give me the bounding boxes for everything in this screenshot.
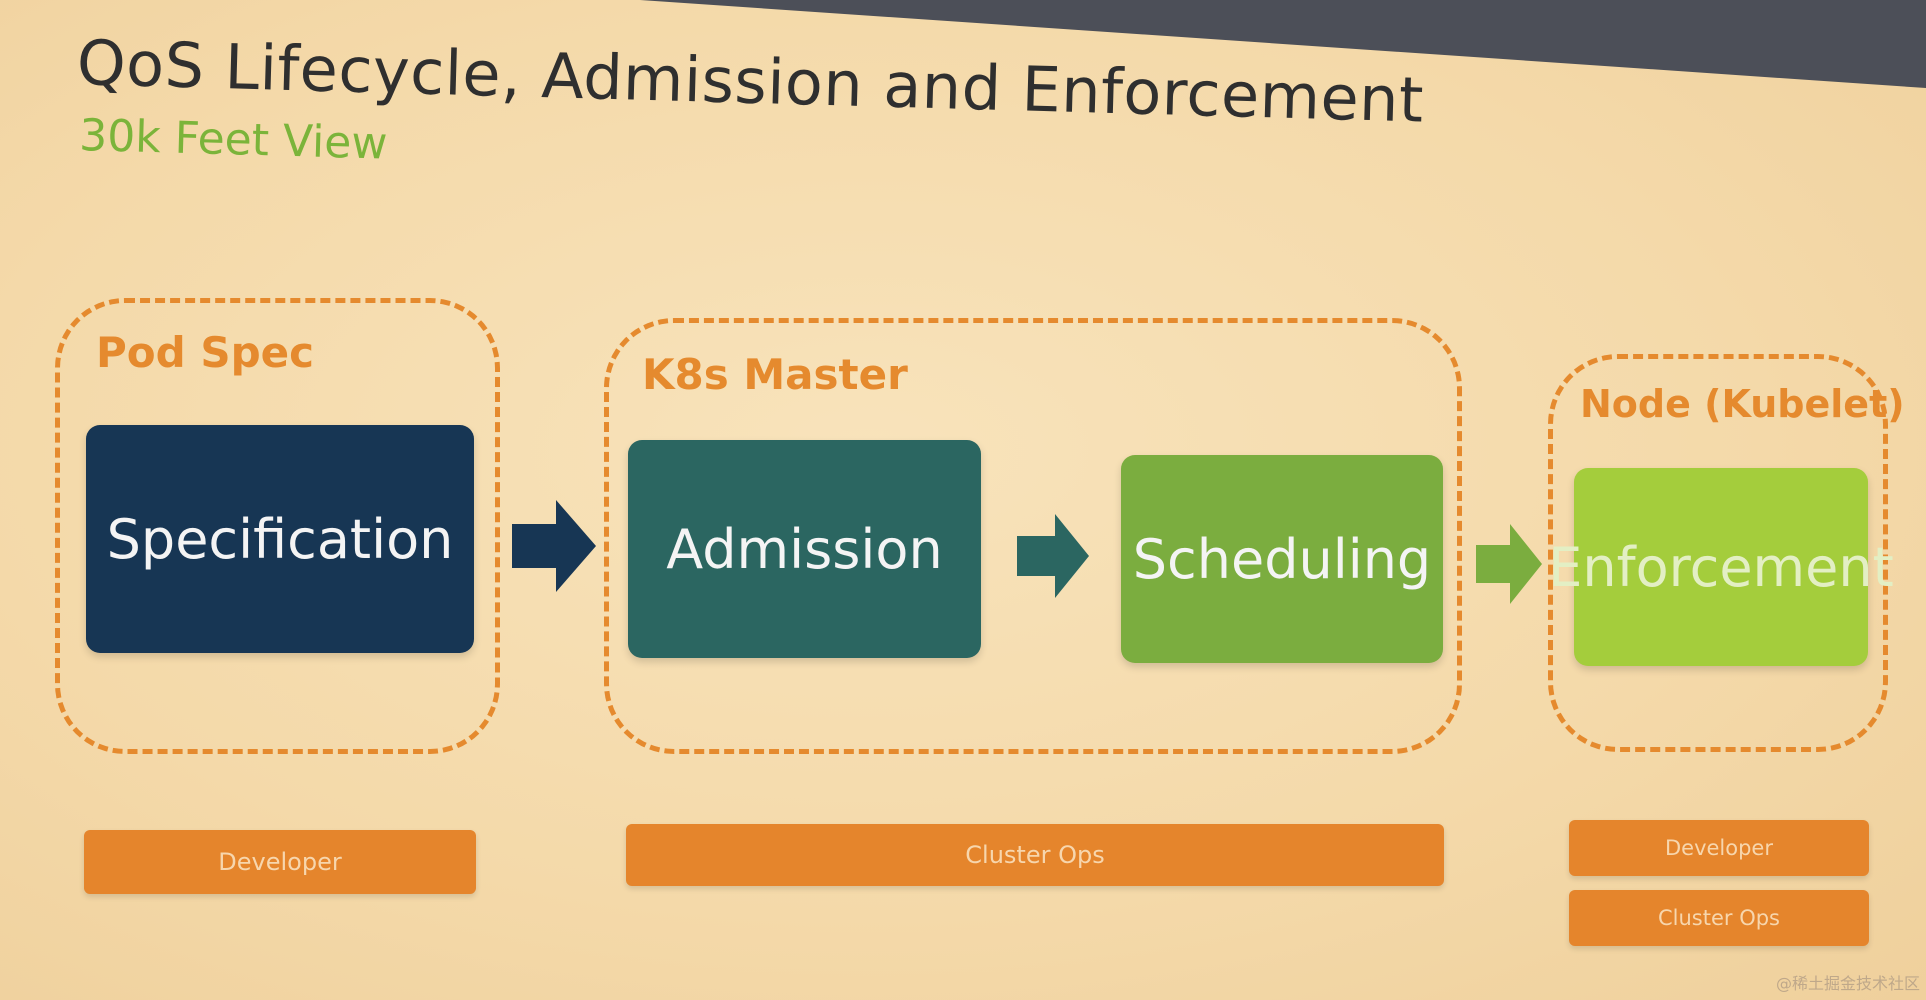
stage-specification: Specification (86, 425, 474, 653)
watermark: @稀土掘金技术社区 (1775, 974, 1920, 993)
arrow-right-icon (1017, 514, 1089, 598)
group-k8s-master-label: K8s Master (642, 350, 908, 399)
stage-enforcement: Enforcement (1548, 468, 1894, 666)
role-bar-developer: Developer (1569, 820, 1869, 876)
top-corner-shadow (640, 0, 1926, 88)
group-pod-spec-label: Pod Spec (96, 328, 315, 377)
group-k8s-master (604, 318, 1462, 754)
group-node (1548, 354, 1888, 752)
arrow-right-icon (1476, 524, 1542, 604)
role-bar-cluster-ops: Cluster Ops (1569, 890, 1869, 946)
group-node-label: Node (Kubelet) (1580, 382, 1905, 426)
arrow-right-icon (512, 500, 596, 592)
role-bar-developer: Developer (84, 830, 476, 894)
group-pod-spec (55, 298, 500, 754)
role-bar-cluster-ops: Cluster Ops (626, 824, 1444, 886)
stage-scheduling: Scheduling (1121, 455, 1443, 663)
stage-admission: Admission (628, 440, 981, 658)
slide-subtitle: 30k Feet View (78, 110, 389, 170)
